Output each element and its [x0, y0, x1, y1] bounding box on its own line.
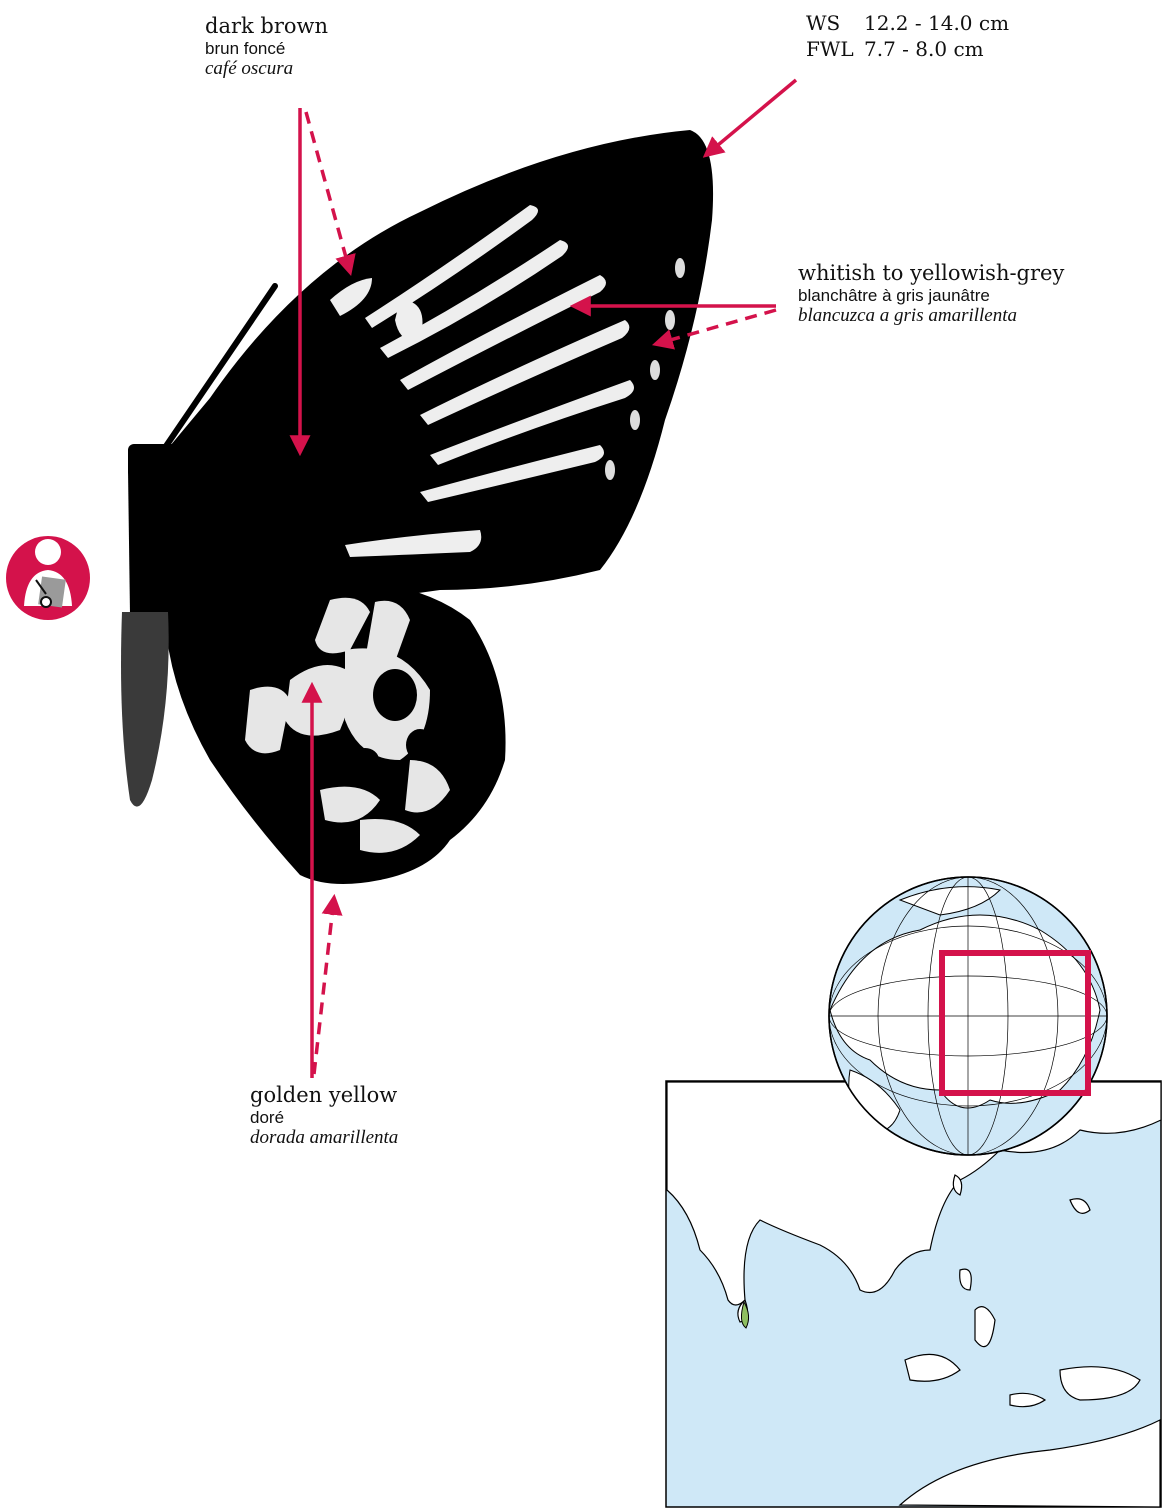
- observer-notebook-icon: [6, 536, 90, 620]
- arrow-measurement: [706, 80, 796, 155]
- butterfly: [121, 130, 713, 884]
- abdomen: [121, 612, 169, 807]
- arrow-dark-brown-dashed: [306, 112, 350, 272]
- arrow-golden-dashed: [314, 898, 334, 1074]
- globe-locator: [829, 877, 1107, 1155]
- distribution-map: [666, 1081, 1161, 1507]
- thorax: [128, 455, 182, 626]
- collar: [128, 444, 180, 478]
